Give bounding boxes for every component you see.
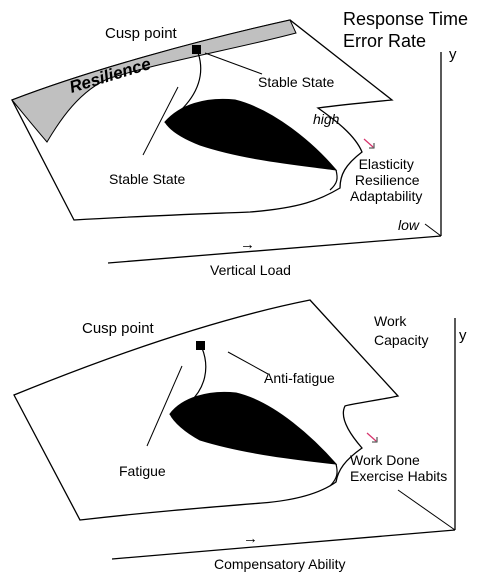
bottom-y-axis-label: y <box>459 327 467 344</box>
top-stable-upper-leader <box>204 52 263 75</box>
top-fold-edge <box>164 49 202 123</box>
bottom-fold-edge <box>169 347 207 415</box>
top-property-resilience: Resilience <box>354 172 420 189</box>
top-cusp-point-label: Cusp point <box>105 25 177 42</box>
top-x-axis <box>107 235 442 264</box>
bottom-x-axis <box>111 529 456 560</box>
bottom-x-axis-label: Compensatory Ability <box>214 556 346 572</box>
top-y-title-line1: Response Time <box>343 9 469 29</box>
bottom-cusp-point-label: Cusp point <box>82 320 154 337</box>
bottom-property-list: Work Done Exercise Habits <box>350 452 447 484</box>
bottom-fold-lower-edge <box>329 463 338 487</box>
bottom-cusp-marker <box>196 341 205 350</box>
low-label: low <box>398 217 420 233</box>
fatigue-label: Fatigue <box>119 463 166 479</box>
top-fold-lower-edge <box>329 169 338 191</box>
resilience-band <box>11 19 297 143</box>
anti-fatigue-label: Anti-fatigue <box>264 370 335 386</box>
bottom-diagonal-leader <box>397 489 456 531</box>
top-x-axis-label: Vertical Load <box>210 262 291 278</box>
bottom-anti-fatigue-leader <box>227 351 269 375</box>
bottom-y-title-line2: Capacity <box>374 332 429 348</box>
top-cusp-fold <box>164 98 338 171</box>
bottom-fatigue-leader <box>146 365 183 447</box>
top-red-arrow <box>363 138 375 149</box>
bottom-property-exercise-habits: Exercise Habits <box>350 468 448 485</box>
top-stable-lower-leader <box>142 86 179 156</box>
top-cusp-marker <box>192 45 201 54</box>
top-direction-arrow: → <box>240 236 255 253</box>
bottom-red-arrow <box>366 432 378 443</box>
top-stable-state-lower: Stable State <box>109 171 186 187</box>
top-property-adaptability: Adaptability <box>350 188 423 205</box>
top-y-axis-label: y <box>449 46 457 63</box>
top-stable-state-upper: Stable State <box>258 74 335 90</box>
top-property-elasticity: Elasticity <box>358 156 414 172</box>
bottom-direction-arrow: → <box>243 530 258 547</box>
top-y-title-line2: Error Rate <box>343 31 427 51</box>
top-property-list: Elasticity Resilience Adaptability <box>350 156 422 204</box>
bottom-y-title-line1: Work <box>374 313 407 329</box>
bottom-property-work-done: Work Done <box>350 452 420 468</box>
high-label: high <box>313 111 340 127</box>
top-low-leader <box>424 223 442 237</box>
bottom-cusp-fold <box>169 391 338 465</box>
